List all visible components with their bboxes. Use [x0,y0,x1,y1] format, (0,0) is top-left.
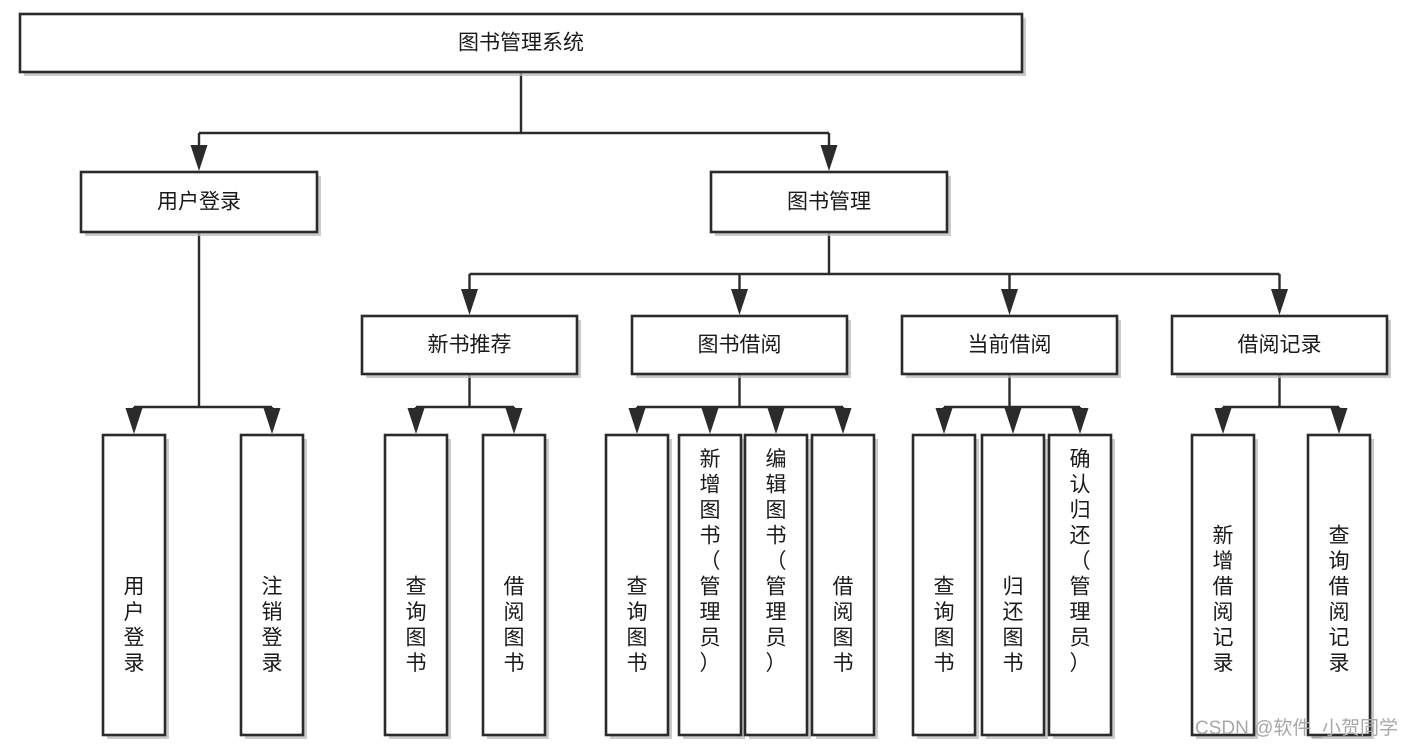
node-root[interactable]: 图书管理系统 [18,12,1026,76]
node-box[interactable] [239,433,305,737]
node-label: 编辑图书（管理员） [766,448,787,675]
node-box[interactable] [1170,314,1389,376]
node-borrow_record[interactable]: 借阅记录 [1170,314,1391,378]
connector-group-book_manage [461,232,1288,315]
arrow-head-icon [263,408,281,434]
node-box[interactable] [604,433,670,737]
arrow-head-icon [628,408,646,434]
node-book_borrow[interactable]: 图书借阅 [630,314,851,378]
node-box[interactable] [18,12,1024,74]
node-box[interactable] [810,433,876,737]
arrow-head-icon [1071,408,1089,434]
node-label: 当前借阅 [968,334,1052,357]
connector-group-current_borrow [935,374,1089,434]
connector-group-book_borrow [628,374,852,434]
node-label: 借阅图书 [833,575,854,675]
node-label: 新增图书（管理员） [700,448,721,675]
node-box[interactable] [79,170,319,234]
node-label: 用户登录 [157,191,241,214]
node-box[interactable] [1306,433,1372,737]
arrow-head-icon [731,289,748,315]
node-label: 确认归还（管理员） [1070,448,1091,675]
connector-group-borrow_record [1214,374,1348,434]
node-label: 用户登录 [124,575,145,675]
node-box[interactable] [383,433,449,737]
node-label: 查询图书 [406,575,427,675]
arrow-head-icon [125,408,143,434]
node-label: 图书管理 [787,191,871,214]
node-label: 图书借阅 [698,334,782,357]
arrow-head-icon [1330,408,1348,434]
node-nb_query_book[interactable]: 查询图书 [383,433,451,739]
node-logout_do[interactable]: 注销登录 [239,433,307,739]
node-box[interactable] [481,433,547,737]
connector-layer [125,72,1348,434]
node-box[interactable] [101,433,167,737]
arrow-head-icon [1004,408,1022,434]
arrow-head-icon [505,408,523,434]
node-box[interactable] [1047,433,1113,737]
node-user_login[interactable]: 用户登录 [79,170,321,236]
node-label: 新增借阅记录 [1213,524,1234,675]
node-label: 新书推荐 [428,334,512,357]
node-bb_query_book[interactable]: 查询图书 [604,433,672,739]
node-box[interactable] [360,314,579,376]
node-box[interactable] [677,433,743,737]
node-cb_query_book[interactable]: 查询图书 [911,433,979,739]
node-new_book_rec[interactable]: 新书推荐 [360,314,581,378]
node-box[interactable] [1190,433,1256,737]
node-br_add_record[interactable]: 新增借阅记录 [1190,433,1258,739]
arrow-head-icon [935,408,953,434]
arrow-head-icon [461,289,478,315]
connector-group-user_login [125,232,281,434]
node-label: 查询图书 [627,575,648,675]
node-box[interactable] [743,433,809,737]
node-layer: 图书管理系统用户登录图书管理新书推荐图书借阅当前借阅借阅记录用户登录注销登录查询… [18,12,1391,739]
node-login_do[interactable]: 用户登录 [101,433,169,739]
arrow-head-icon [1271,289,1288,315]
node-box[interactable] [980,433,1046,737]
arrow-head-icon [701,408,719,434]
node-label: 图书管理系统 [458,32,584,55]
node-current_borrow[interactable]: 当前借阅 [900,314,1121,378]
node-box[interactable] [900,314,1119,376]
arrow-head-icon [1001,289,1018,315]
node-box[interactable] [709,170,949,234]
node-label: 借阅图书 [504,575,525,675]
node-book_manage[interactable]: 图书管理 [709,170,951,236]
arrow-head-icon [1214,408,1232,434]
node-label: 归还图书 [1003,575,1024,675]
node-br_query_record[interactable]: 查询借阅记录 [1306,433,1374,739]
node-bb_borrow_book[interactable]: 借阅图书 [810,433,878,739]
node-label: 借阅记录 [1238,334,1322,357]
watermark-label: CSDN @软件_小贺同学 [1195,717,1398,739]
node-box[interactable] [911,433,977,737]
node-cb_confirm_return[interactable]: 确认归还（管理员） [1047,433,1115,739]
node-box[interactable] [630,314,849,376]
node-bb_edit_book[interactable]: 编辑图书（管理员） [743,433,811,739]
node-label: 查询借阅记录 [1329,524,1350,675]
arrow-head-icon [767,408,785,434]
node-cb_return_book[interactable]: 归还图书 [980,433,1048,739]
node-bb_add_book[interactable]: 新增图书（管理员） [677,433,745,739]
arrow-head-icon [407,408,425,434]
arrow-head-icon [834,408,852,434]
arrow-head-icon [190,145,208,171]
connector-group-new_book_rec [407,374,523,434]
node-label: 注销登录 [262,575,283,675]
node-label: 查询图书 [934,575,955,675]
arrow-head-icon [820,145,838,171]
node-nb_borrow_book[interactable]: 借阅图书 [481,433,549,739]
connector-group-root [190,72,838,171]
